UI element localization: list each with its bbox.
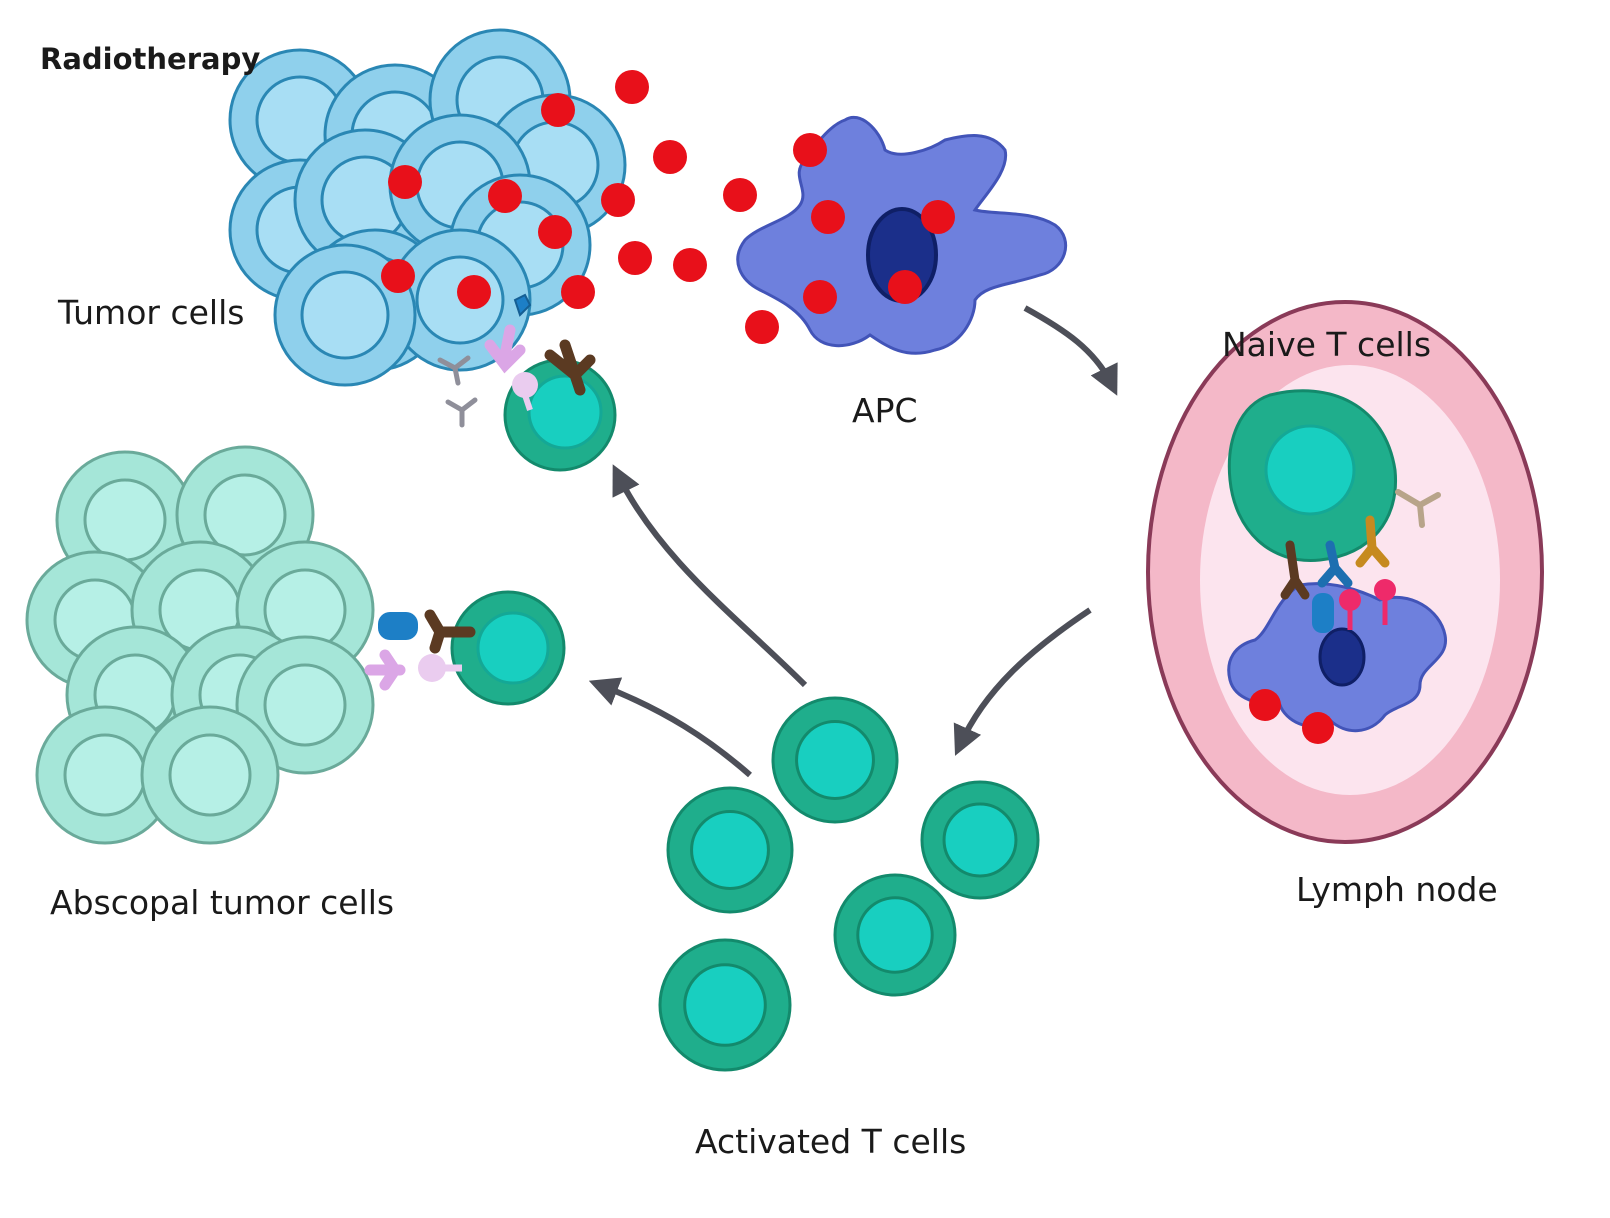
arrow-activated-to-abscopal bbox=[588, 677, 752, 778]
antigen-dot bbox=[488, 179, 522, 213]
antigen-dot bbox=[538, 215, 572, 249]
t-cell-attacking-abscopal bbox=[364, 590, 566, 706]
antigen-dot bbox=[803, 280, 837, 314]
label-lymph-node: Lymph node bbox=[1296, 870, 1498, 909]
tumor-cell bbox=[273, 243, 417, 387]
antigen-dot bbox=[381, 259, 415, 293]
arrow-lymph-to-activated bbox=[953, 607, 1092, 756]
free-antibody bbox=[1395, 489, 1441, 528]
activated-t-cell bbox=[833, 873, 957, 997]
antigen-dot bbox=[388, 165, 422, 199]
antigen-dot bbox=[561, 275, 595, 309]
activated-t-cells bbox=[658, 696, 1040, 1072]
antigen-dot bbox=[457, 275, 491, 309]
antigen-dot bbox=[673, 248, 707, 282]
label-naive-t-cells: Naive T cells bbox=[1222, 325, 1432, 364]
activated-t-cell bbox=[920, 780, 1040, 900]
released-antigens bbox=[381, 70, 955, 344]
arrows bbox=[588, 305, 1118, 778]
abscopal-tumor-cell bbox=[140, 705, 280, 845]
antigen-dot bbox=[888, 270, 922, 304]
tumor-cell-cluster bbox=[228, 28, 627, 387]
label-radiotherapy: Radiotherapy bbox=[40, 42, 261, 76]
abscopal-tumor-cluster bbox=[25, 445, 375, 845]
label-activated-t-cells: Activated T cells bbox=[695, 1122, 967, 1161]
label-tumor-cells: Tumor cells bbox=[58, 293, 245, 332]
label-apc: APC bbox=[852, 391, 918, 430]
arrow-apc-to-lymph bbox=[1023, 305, 1118, 396]
activated-t-cell bbox=[771, 696, 899, 824]
abscopal-tumor-cell bbox=[235, 635, 375, 775]
t-cell-attacking-tumor bbox=[437, 293, 617, 472]
receptor-gold bbox=[1355, 515, 1390, 568]
activated-t-cell bbox=[658, 938, 792, 1072]
antigen-dot bbox=[921, 200, 955, 234]
apc-cell bbox=[736, 115, 1068, 355]
antigen-dot bbox=[618, 241, 652, 275]
lymph-node bbox=[1146, 300, 1544, 844]
antigen-dot bbox=[653, 140, 687, 174]
antigen-dot bbox=[811, 200, 845, 234]
label-abscopal-tumor-cells: Abscopal tumor cells bbox=[50, 883, 395, 922]
antigen-dot bbox=[745, 310, 779, 344]
mhc-blue bbox=[1312, 593, 1334, 633]
antigen-dot bbox=[793, 133, 827, 167]
receptor-brown bbox=[1280, 540, 1310, 600]
receptor-blue bbox=[1317, 540, 1353, 588]
antigen-dot bbox=[541, 93, 575, 127]
arrow-activated-to-tumor bbox=[612, 464, 808, 688]
antigen-dot bbox=[723, 178, 757, 212]
antigen-dot bbox=[615, 70, 649, 104]
antigen-dot bbox=[601, 183, 635, 217]
activated-t-cell bbox=[666, 786, 794, 914]
